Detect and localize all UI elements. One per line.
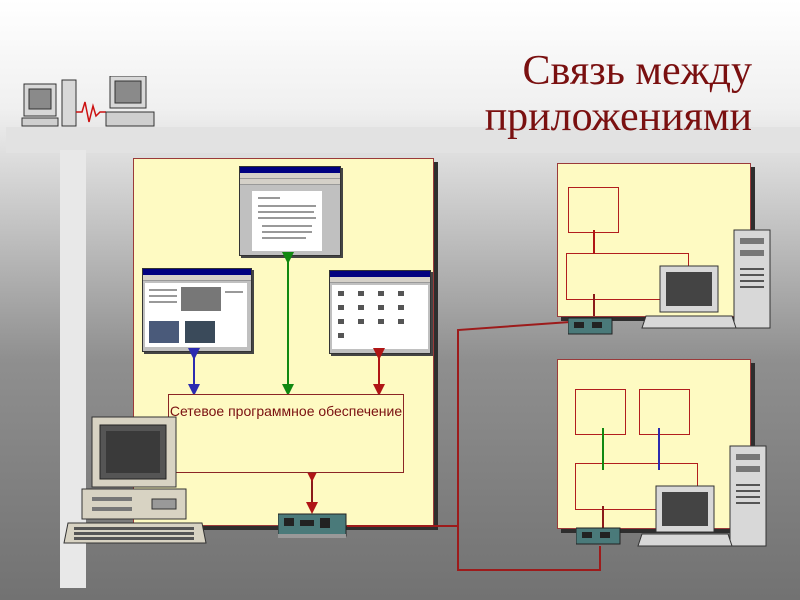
network-cable <box>347 321 601 571</box>
top-divider-bar <box>6 127 800 153</box>
desktop-computer-icon <box>63 416 207 544</box>
main-arrows <box>188 252 385 514</box>
title-line-1: Связь между <box>522 48 752 94</box>
network-card-icon <box>576 527 621 545</box>
document-window-thumbnail <box>239 166 341 256</box>
networked-computers-logo-icon <box>21 76 155 127</box>
web-browser-thumbnail <box>142 268 252 352</box>
network-card-icon <box>278 513 347 538</box>
title-line-2: приложениями <box>484 94 752 140</box>
network-software-box: Сетевое программное обеспечение <box>168 394 404 473</box>
remote-app-box-1 <box>568 187 619 233</box>
remote-app-box-2b <box>639 389 690 435</box>
file-manager-thumbnail <box>329 270 431 354</box>
workstation-computer-icon <box>641 229 771 329</box>
workstation-computer-icon <box>637 445 767 547</box>
remote-app-box-2a <box>575 389 626 435</box>
remote-arrows-2 <box>602 428 660 528</box>
slide-title: Связь между приложениями <box>485 48 752 140</box>
network-card-icon <box>568 317 613 335</box>
network-software-label: Сетевое программное обеспечение <box>169 403 403 419</box>
remote-arrows-1 <box>593 230 595 316</box>
